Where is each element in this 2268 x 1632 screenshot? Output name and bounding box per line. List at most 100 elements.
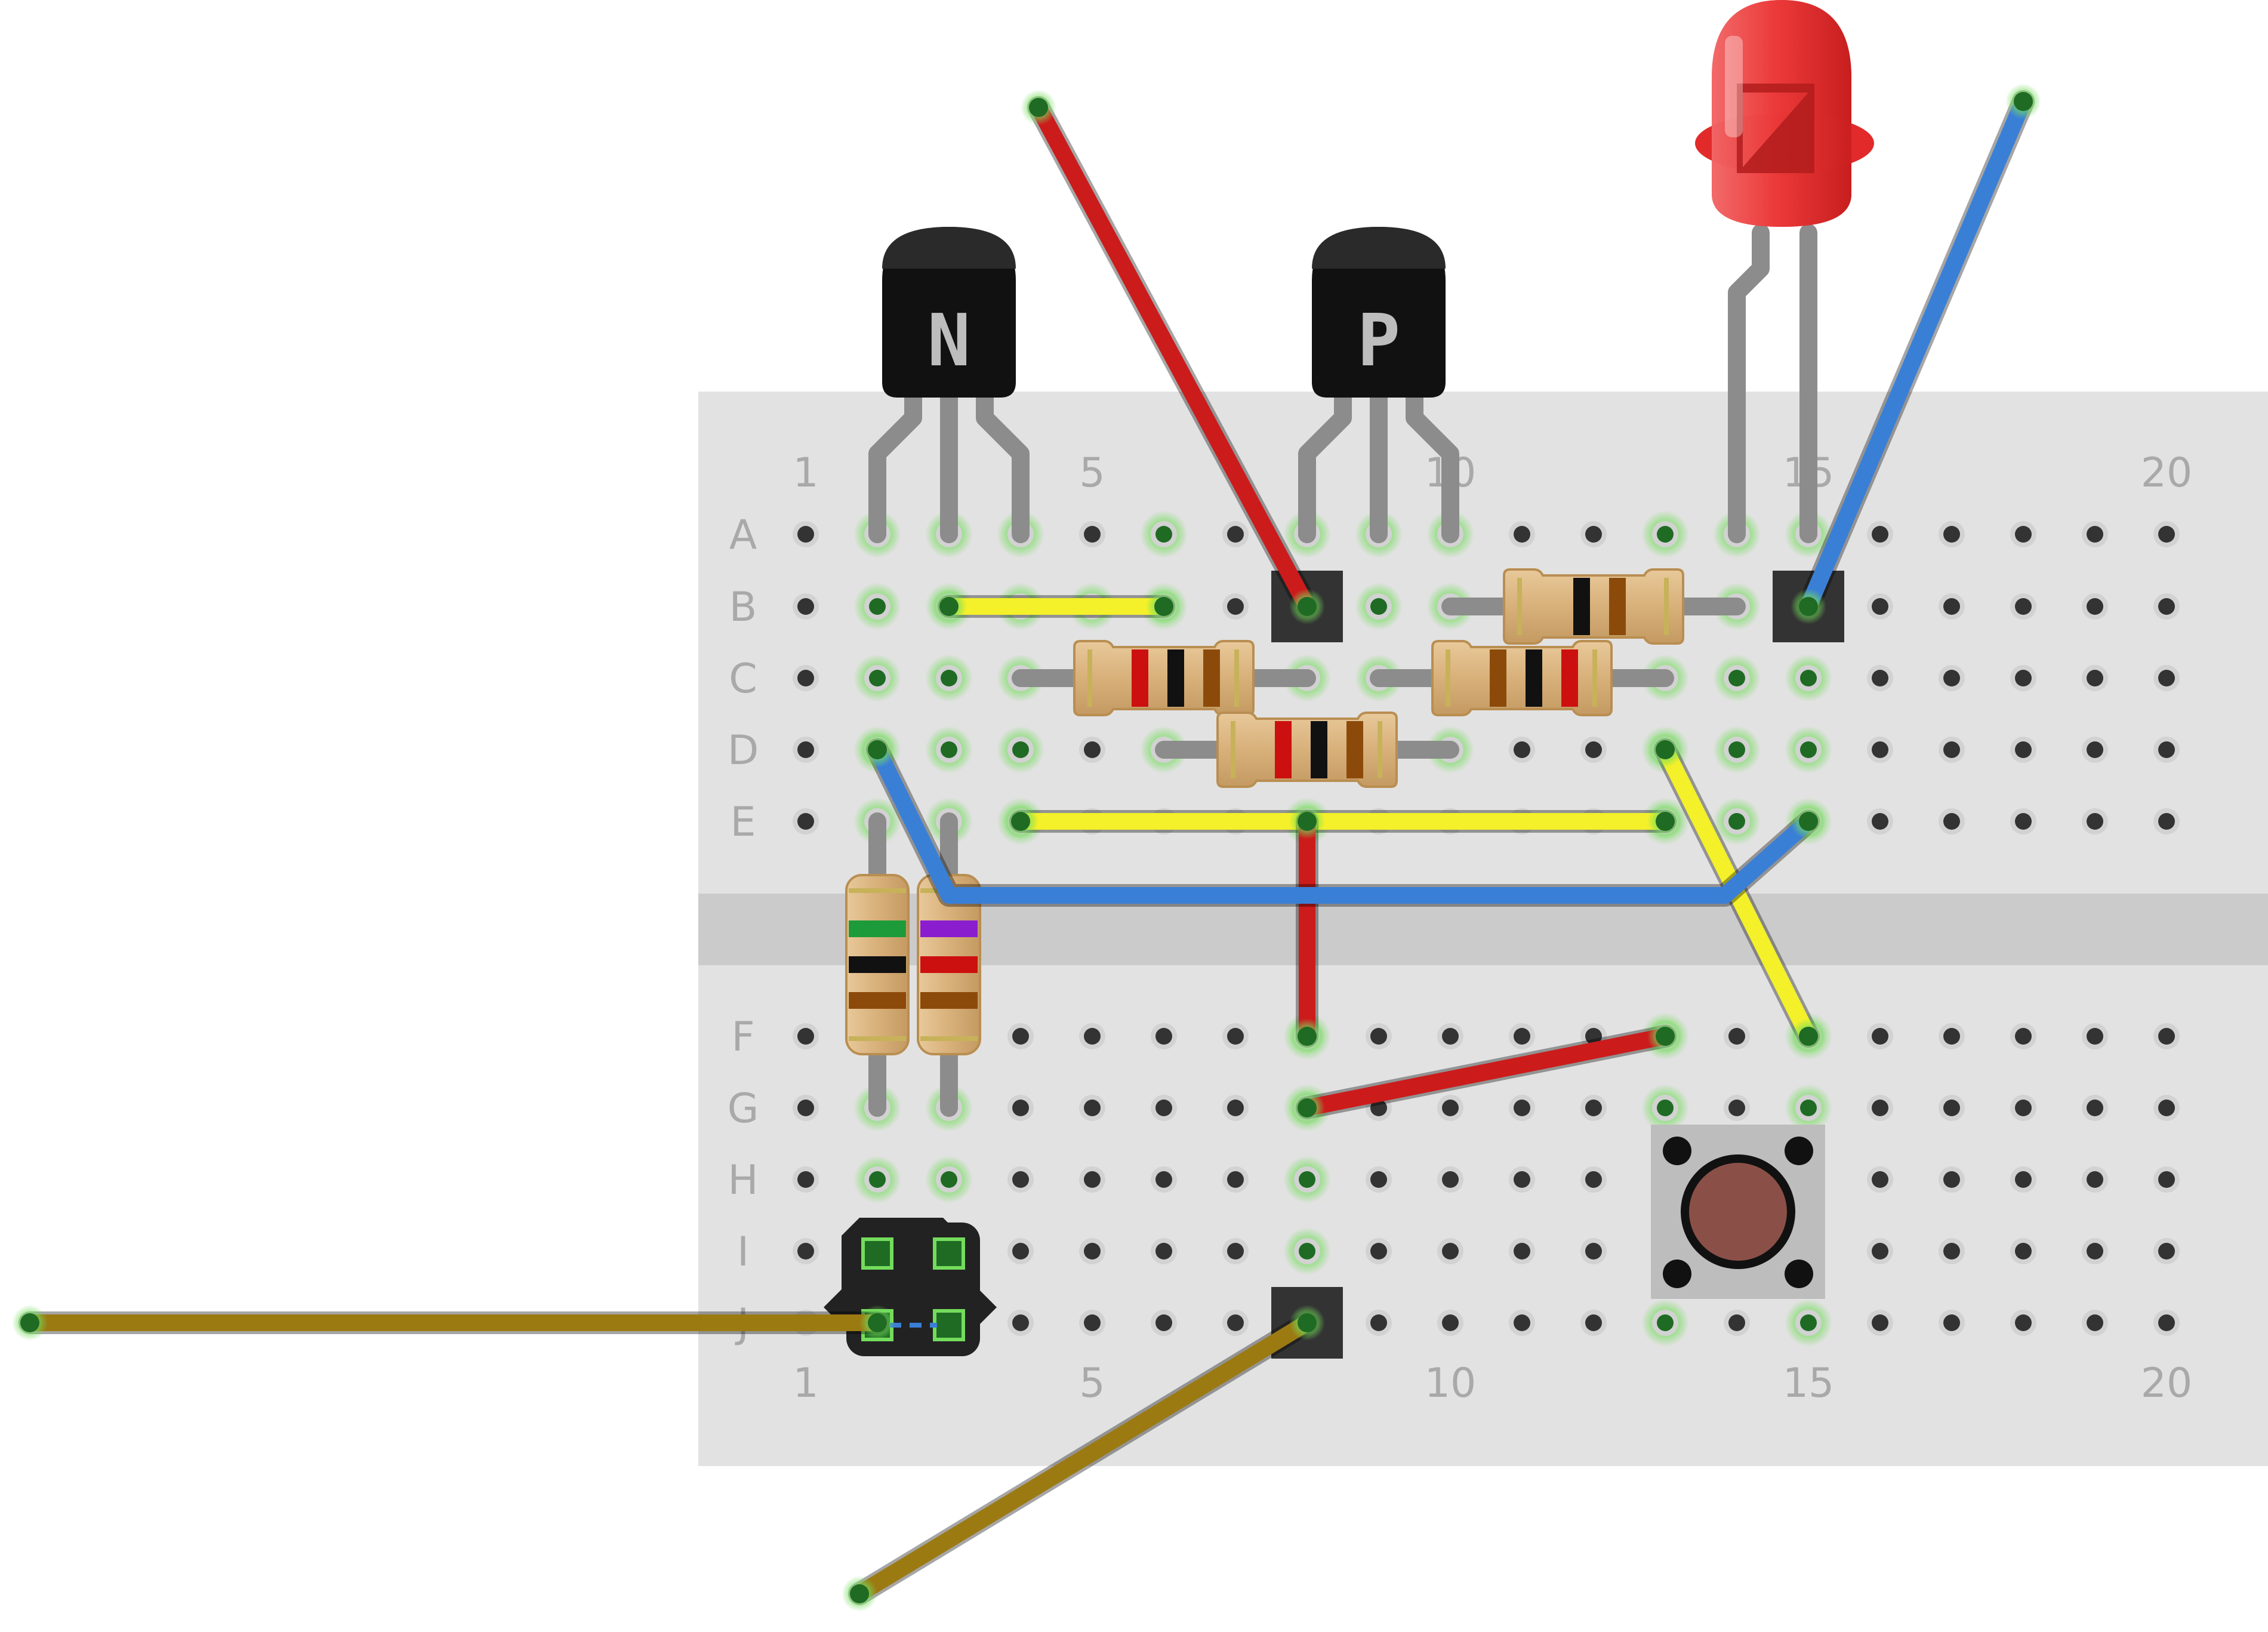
resistor-body: [1431, 640, 1613, 716]
resistor-band: [1132, 649, 1148, 707]
breadboard-hole: [2015, 813, 2032, 830]
push-button[interactable]: [1651, 1125, 1825, 1299]
breadboard-hole: [1084, 1028, 1101, 1045]
red-wire-power[interactable]: [1021, 90, 1325, 624]
push-button-corner-pin: [1663, 1137, 1691, 1165]
breadboard-hole: [1728, 741, 1745, 758]
breadboard-hole: [1585, 1314, 1602, 1331]
blue-wire-bus[interactable]: [859, 732, 1826, 907]
breadboard-hole: [1012, 741, 1029, 758]
breadboard-hole: [1514, 1243, 1530, 1260]
breadboard-hole: [797, 813, 814, 830]
breadboard-hole: [1514, 1028, 1530, 1045]
breadboard-hole: [1084, 1171, 1101, 1188]
wire-end: [20, 1313, 39, 1332]
n-transistor: N: [882, 227, 1016, 398]
breadboard-hole: [1370, 1314, 1387, 1331]
p-transistor-leg-1: [1298, 373, 1352, 543]
led-anvil: [1737, 84, 1814, 173]
breadboard-hole: [1012, 1171, 1029, 1188]
breadboard-hole: [1227, 1243, 1244, 1260]
breadboard-hole: [1728, 1028, 1745, 1045]
resistor-band: [920, 956, 978, 973]
breadboard-hole: [1872, 1100, 1888, 1116]
breadboard-hole: [2158, 1171, 2175, 1188]
breadboard-hole: [1012, 1243, 1029, 1260]
breadboard-hole: [1012, 1100, 1029, 1116]
breadboard-hole: [1155, 526, 1172, 543]
brown-wire-bottom[interactable]: [842, 1305, 1325, 1612]
breadboard-hole: [1299, 1243, 1315, 1260]
breadboard-hole: [1585, 526, 1602, 543]
red-wire-fg[interactable]: [1289, 1018, 1683, 1126]
breadboard-hole: [1943, 1100, 1960, 1116]
breadboard-hole: [1800, 1314, 1817, 1331]
breadboard-hole: [2087, 670, 2103, 686]
wire-end: [1298, 1313, 1317, 1332]
breadboard-hole: [2158, 598, 2175, 615]
column-label-top: 5: [1079, 449, 1105, 497]
breadboard-hole: [1872, 741, 1888, 758]
resistor-band: [1561, 649, 1578, 707]
resistor-band-tolerance: [1517, 578, 1522, 635]
breadboard-hole: [2158, 813, 2175, 830]
resistor-band-tolerance: [920, 1036, 978, 1041]
n-transistor-leg-3: [976, 373, 1030, 543]
breadboard-hole: [2087, 1100, 2103, 1116]
breadboard-hole: [1800, 741, 1817, 758]
red-led: [1695, 0, 1874, 227]
push-button-corner-pin: [1785, 1260, 1813, 1288]
wire-end: [1298, 812, 1317, 831]
wire-end: [1799, 1027, 1818, 1046]
breadboard-hole: [1943, 598, 1960, 615]
resistor-band: [920, 920, 978, 937]
wire-core: [869, 741, 1817, 904]
breadboard-hole: [1943, 526, 1960, 543]
breadboard-hole: [2087, 1171, 2103, 1188]
resistor-band-tolerance: [849, 1036, 906, 1041]
wire-end: [1799, 812, 1818, 831]
breadboard-hole: [1800, 1100, 1817, 1116]
breadboard-hole: [1728, 670, 1745, 686]
breadboard-hole: [1227, 526, 1244, 543]
blue-wire-ground[interactable]: [1791, 84, 2041, 624]
breadboard-hole: [2015, 741, 2032, 758]
wire-core: [1299, 1028, 1674, 1116]
breadboard-hole: [1728, 1314, 1745, 1331]
wire-end: [1029, 98, 1048, 117]
breadboard-hole: [1943, 741, 1960, 758]
resistor-band-tolerance: [1592, 649, 1597, 707]
wire-core: [851, 1314, 1315, 1602]
header-pin: [861, 1237, 893, 1270]
resistor-band-tolerance: [1231, 721, 1235, 778]
p-transistor-leg-3: [1406, 373, 1459, 543]
breadboard-hole: [1514, 1100, 1530, 1116]
breadboard-hole: [1370, 598, 1387, 615]
row-label: C: [729, 655, 757, 703]
push-button-cap[interactable]: [1689, 1163, 1787, 1261]
breadboard-hole: [941, 741, 957, 758]
breadboard-hole: [1943, 1243, 1960, 1260]
row-label: D: [728, 727, 759, 774]
red-wire-vertical[interactable]: [1289, 803, 1325, 1054]
yellow-wire-b[interactable]: [931, 589, 1182, 624]
breadboard-hole: [1084, 741, 1101, 758]
resistor-body: [1073, 640, 1255, 716]
breadboard-hole: [2015, 1171, 2032, 1188]
breadboard-hole: [1585, 1100, 1602, 1116]
led-leg-1: [1728, 224, 1770, 543]
row-label: H: [728, 1157, 758, 1204]
breadboard-hole: [797, 741, 814, 758]
wire-end: [1298, 1098, 1317, 1117]
yellow-wire-e[interactable]: [1003, 803, 1683, 839]
breadboard-hole: [1728, 1100, 1745, 1116]
breadboard-hole: [2087, 1243, 2103, 1260]
breadboard-hole: [1442, 1243, 1459, 1260]
wire-end: [868, 1313, 887, 1332]
breadboard-hole: [1514, 1314, 1530, 1331]
brown-wire-left[interactable]: [12, 1305, 895, 1341]
breadboard-hole: [1442, 1314, 1459, 1331]
resistor-band: [1490, 649, 1506, 707]
breadboard-hole: [1657, 1100, 1674, 1116]
resistor-band: [1311, 721, 1327, 778]
